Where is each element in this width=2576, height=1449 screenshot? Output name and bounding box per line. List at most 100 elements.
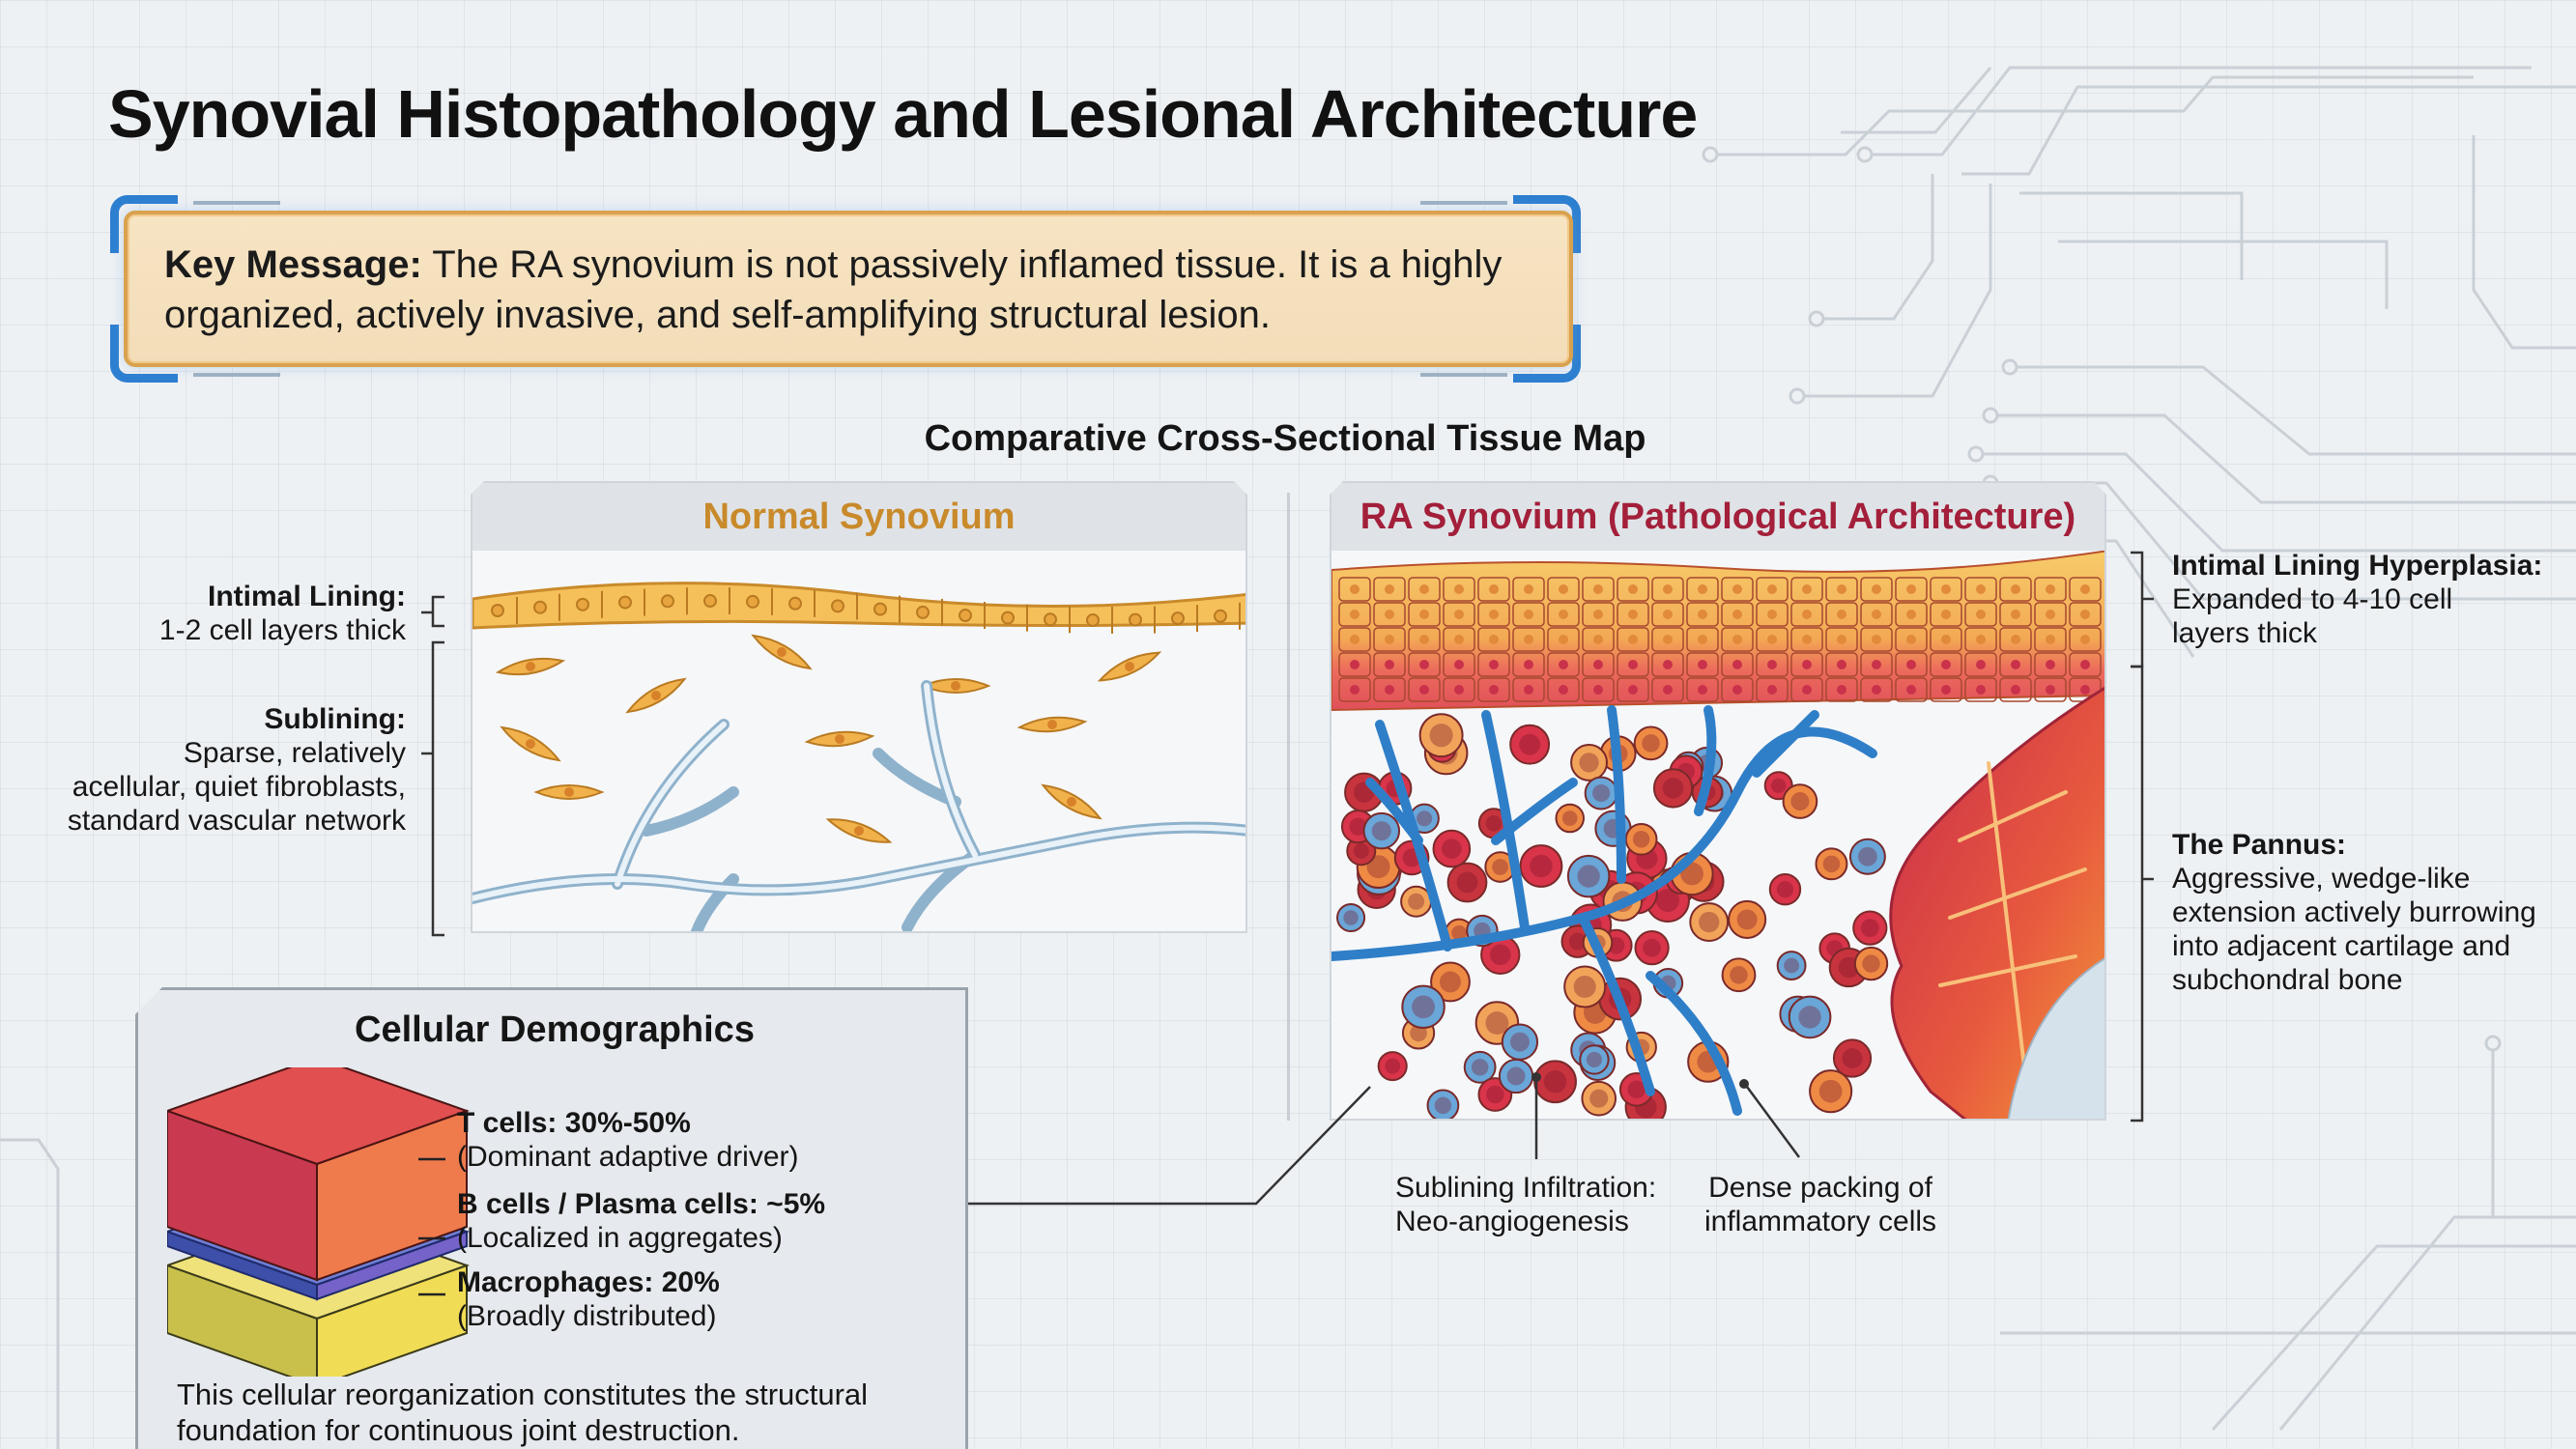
fibroblast [826, 813, 893, 848]
hyperplastic-lining-cell [1513, 678, 1544, 701]
lining-cell-nucleus [832, 600, 844, 611]
b-cells-value: B cells / Plasma cells: ~5% [457, 1188, 826, 1220]
sublining-text-line: acellular, quiet fibroblasts, [72, 771, 406, 803]
inflammatory-cell [1580, 1045, 1608, 1073]
key-message-label: Key Message: [164, 243, 422, 286]
frame-tick-decoration [193, 201, 280, 205]
hyperplastic-lining-cell [1757, 603, 1788, 626]
hyperplastic-lining-cell [1757, 678, 1788, 701]
hyperplasia-annotation: Intimal Lining Hyperplasia: Expanded to … [2172, 549, 2576, 650]
hyperplasia-text-line: Expanded to 4-10 cell [2172, 583, 2453, 615]
b-cells-label: B cells / Plasma cells: ~5% (Localized i… [457, 1187, 825, 1255]
ra-tissue-illustration [1331, 551, 2106, 1121]
hyperplastic-lining-cell [1583, 678, 1614, 701]
hyperplastic-lining-cell [1757, 578, 1788, 601]
hyperplastic-lining-cell [1478, 628, 1509, 651]
hyperplastic-lining-cell [1339, 603, 1370, 626]
hyperplastic-lining-cell [2070, 578, 2101, 601]
lining-cell-nucleus [534, 602, 546, 613]
lining-cell-nucleus [747, 596, 758, 608]
inflammatory-cell [1431, 963, 1470, 1002]
hyperplastic-lining-cell [1617, 678, 1648, 701]
sublining-text-line: standard vascular network [67, 805, 406, 837]
hyperplastic-lining-cell [1931, 628, 1961, 651]
inflammatory-cell [1778, 952, 1806, 980]
inflammatory-cell [1503, 1024, 1537, 1059]
fibroblast [499, 722, 562, 766]
inflammatory-cell [1379, 1052, 1407, 1080]
macrophages-note: (Broadly distributed) [457, 1300, 717, 1332]
hyperplastic-lining-cell [1826, 678, 1857, 701]
ra-intimal-hyperplasia [1331, 551, 2106, 710]
t-cells-note: (Dominant adaptive driver) [457, 1141, 799, 1173]
pannus-text-line: into adjacent cartilage and [2172, 930, 2511, 962]
fibroblast [1040, 780, 1103, 824]
hyperplastic-lining-cell [1374, 603, 1405, 626]
hyperplastic-lining-cell [1548, 578, 1579, 601]
t-cells-value: T cells: 30%-50% [457, 1107, 691, 1139]
hyperplastic-lining-cell [1722, 653, 1753, 676]
hyperplastic-lining-cell [1965, 678, 1996, 701]
inflammatory-cell [1729, 901, 1765, 938]
frame-corner-decoration [110, 195, 178, 253]
dense-packing-annotation: Dense packing of inflammatory cells [1685, 1171, 1956, 1238]
inflammatory-cell [1402, 986, 1444, 1028]
lining-cell-nucleus [1172, 612, 1184, 624]
inflammatory-cell [1834, 1039, 1871, 1076]
demographics-footer: This cellular reorganization constitutes… [177, 1378, 869, 1447]
hyperplastic-lining-cell [1548, 628, 1579, 651]
hyperplastic-lining-cell [1409, 603, 1440, 626]
hyperplastic-lining-cell [1478, 578, 1509, 601]
hyperplastic-lining-cell [1548, 678, 1579, 701]
page-title: Synovial Histopathology and Lesional Arc… [108, 76, 1698, 152]
pannus-text-line: extension actively burrowing [2172, 896, 2536, 928]
hyperplastic-lining-cell [1791, 678, 1822, 701]
pannus-title: The Pannus: [2172, 829, 2347, 861]
inflammatory-cell [1853, 912, 1886, 945]
lining-cell-nucleus [577, 599, 588, 611]
frame-tick-decoration [193, 373, 280, 377]
hyperplastic-lining-cell [1861, 628, 1892, 651]
hyperplastic-lining-cell [2000, 578, 2031, 601]
hyperplastic-lining-cell [1583, 628, 1614, 651]
infiltration-text-line: Neo-angiogenesis [1395, 1206, 1629, 1237]
hyperplastic-lining-cell [1513, 578, 1544, 601]
sublining-text-line: Sparse, relatively [183, 737, 406, 769]
hyperplastic-lining-cell [1896, 578, 1927, 601]
hyperplastic-lining-cell [1896, 628, 1927, 651]
inflammatory-cell [1855, 948, 1887, 980]
hyperplastic-lining-cell [1652, 653, 1683, 676]
inflammatory-cell [1521, 845, 1562, 887]
frame-corner-decoration [1513, 325, 1581, 383]
inflammatory-cell [1850, 839, 1885, 874]
hyperplastic-lining-cell [1826, 603, 1857, 626]
hyperplastic-lining-cell [1722, 603, 1753, 626]
hyperplastic-lining-cell [1965, 653, 1996, 676]
inflammatory-cell [1626, 824, 1657, 855]
frame-tick-decoration [1420, 201, 1507, 205]
hyperplastic-lining-cell [1513, 653, 1544, 676]
t-cells-label: T cells: 30%-50% (Dominant adaptive driv… [457, 1106, 798, 1174]
inflammatory-cell [1723, 958, 1756, 991]
inflammatory-cell [1428, 1091, 1459, 1121]
comparison-title: Comparative Cross-Sectional Tissue Map [924, 418, 1646, 459]
hyperplastic-lining-cell [1896, 603, 1927, 626]
hyperplastic-lining-cell [1617, 578, 1648, 601]
hyperplastic-lining-cell [1583, 578, 1614, 601]
inflammatory-cell [1420, 714, 1463, 756]
hyperplastic-lining-cell [2000, 653, 2031, 676]
hyperplastic-lining-cell [1861, 603, 1892, 626]
infiltration-text-line: Sublining Infiltration: [1395, 1172, 1657, 1204]
inflammatory-cell [1789, 997, 1831, 1038]
hyperplastic-lining-cell [1965, 603, 1996, 626]
normal-synovium-heading: Normal Synovium [472, 483, 1245, 551]
hyperplastic-lining-cell [1617, 653, 1648, 676]
demographics-title: Cellular Demographics [355, 1009, 755, 1050]
dense-packing-text-line: inflammatory cells [1703, 1206, 1937, 1237]
panel-divider [1287, 493, 1290, 1121]
hyperplastic-lining-cell [1652, 603, 1683, 626]
fibroblast [1019, 715, 1086, 734]
demographics-leader-lines [418, 1157, 445, 1296]
inflammatory-cell [1817, 848, 1847, 879]
hyperplastic-lining-cell [2000, 678, 2031, 701]
